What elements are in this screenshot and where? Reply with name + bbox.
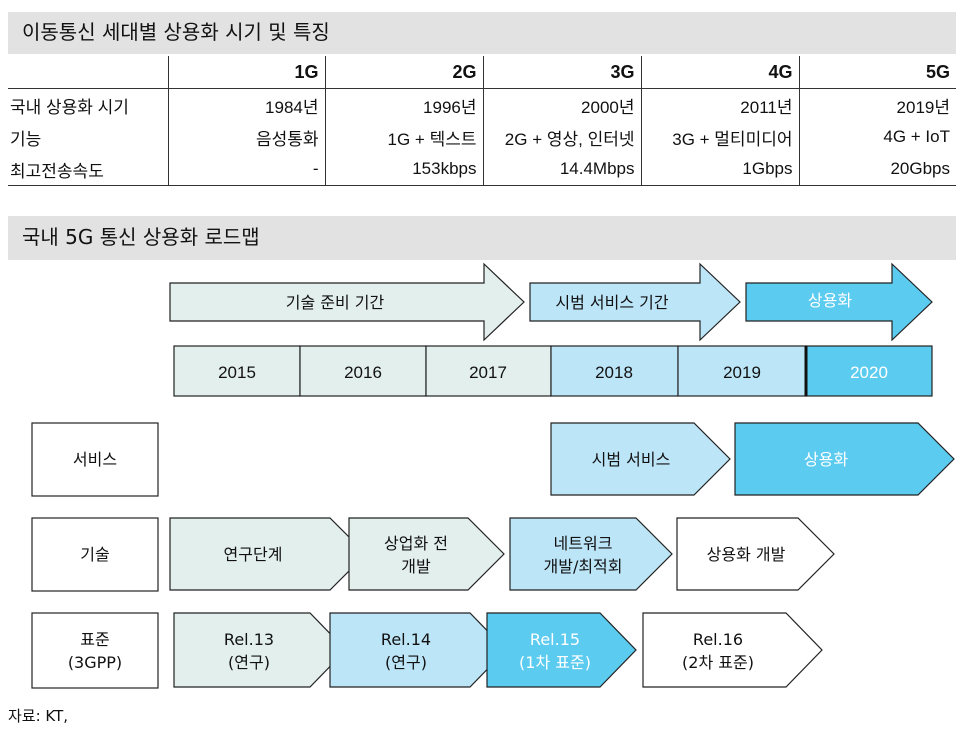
table-cell: 2000년 (482, 88, 641, 121)
year-cell-2018 (550, 345, 679, 397)
standard-label-rel14-sub: (연구) (385, 653, 427, 672)
table-cell: 3G + 멀티미디어 (640, 121, 799, 153)
standard-label-rel13-sub: (연구) (228, 653, 270, 672)
service-arrow-commercial (734, 422, 955, 496)
standard-arrow-rel13 (173, 612, 347, 688)
section-header-generations: 이동통신 세대별 상용화 시기 및 특징 (8, 12, 956, 54)
year-label: 2017 (469, 363, 507, 382)
table-cell: 1984년 (167, 88, 325, 121)
phase-label-commercial: 상용화 (808, 291, 852, 310)
standard-label-rel16-sub: (2차 표준) (682, 653, 754, 672)
year-label: 2020 (850, 363, 888, 382)
phase-label-preparation: 기술 준비 기간 (286, 293, 385, 312)
tech-label-network-2: 개발/최적회 (544, 557, 623, 576)
standard-label-rel14: Rel.14 (381, 630, 431, 649)
tech-arrow-precommercial (348, 517, 505, 591)
phase-arrow-trial (529, 262, 741, 342)
generation-table: 1G 2G 3G 4G 5G 국내 상용화 시기 1984년 1996년 200… (8, 56, 956, 186)
row-label: 국내 상용화 시기 (10, 97, 129, 117)
standard-label-rel16: Rel.16 (693, 630, 743, 649)
column-header-5g: 5G (798, 56, 956, 89)
category-label-standard-sub: (3GPP) (68, 653, 122, 672)
year-cell-2017 (425, 345, 552, 397)
year-cell-2019 (677, 345, 807, 397)
category-label-standard: 표준 (80, 630, 109, 649)
year-cell-2020 (805, 345, 933, 397)
service-arrow-trial (550, 422, 731, 496)
section-header-roadmap: 국내 5G 통신 상용화 로드맵 (8, 216, 956, 260)
phase-arrow-preparation (169, 262, 525, 342)
column-header-2g: 2G (324, 56, 483, 89)
standard-arrow-rel15 (486, 612, 637, 688)
category-box-service (31, 422, 159, 497)
category-label-service: 서비스 (73, 450, 117, 469)
standard-arrow-rel14 (329, 612, 507, 688)
table-corner-cell (8, 56, 168, 89)
table-cell: 20Gbps (798, 153, 956, 186)
category-box-standard (31, 612, 159, 689)
category-label-tech: 기술 (80, 545, 109, 564)
service-label-trial: 시범 서비스 (592, 450, 671, 469)
year-label: 2019 (723, 363, 761, 382)
table-cell: 음성통화 (167, 121, 325, 153)
tech-arrow-network (509, 517, 673, 591)
table-cell: 2019년 (798, 88, 956, 121)
year-label: 2018 (595, 363, 633, 382)
phase-arrow-commercial (745, 262, 933, 342)
row-label: 최고전송속도 (8, 153, 168, 186)
tech-label-precommercial: 상업화 전 (384, 534, 448, 553)
table-cell: 2G + 영상, 인터넷 (482, 121, 641, 153)
column-header-3g: 3G (482, 56, 641, 89)
source-note: 자료: KT, (8, 707, 69, 725)
standard-arrow-rel16 (642, 612, 823, 688)
phase-label-trial: 시범 서비스 기간 (555, 293, 668, 312)
table-cell: 153kbps (324, 153, 483, 186)
table-cell: - (167, 153, 325, 186)
tech-label-precommercial-2: 개발 (401, 557, 431, 576)
tech-label-network: 네트워크 (554, 534, 613, 553)
table-header-row: 1G 2G 3G 4G 5G (8, 56, 956, 89)
table-cell: 4G + IoT (798, 121, 956, 153)
tech-label-commercial-dev: 상용화 개발 (707, 545, 786, 564)
category-box-tech (31, 517, 159, 592)
table-cell: 1Gbps (640, 153, 799, 186)
table-cell: 1G + 텍스트 (324, 121, 483, 153)
table-cell: 1996년 (324, 88, 483, 121)
table-cell: 14.4Mbps (482, 153, 641, 186)
year-label: 2016 (344, 363, 382, 382)
table-row: 기능 음성통화 1G + 텍스트 2G + 영상, 인터넷 3G + 멀티미디어… (8, 121, 956, 153)
standard-label-rel13: Rel.13 (224, 630, 274, 649)
column-header-1g: 1G (167, 56, 325, 89)
year-label: 2015 (218, 363, 256, 382)
row-label: 기능 (10, 129, 42, 149)
table-row: 국내 상용화 시기 1984년 1996년 2000년 2011년 2019년 (8, 88, 956, 121)
tech-arrow-commercial-dev (676, 517, 835, 591)
year-cell-2016 (299, 345, 427, 397)
standard-label-rel15: Rel.15 (530, 630, 580, 649)
standard-label-rel15-sub: (1차 표준) (519, 653, 591, 672)
service-label-commercial: 상용화 (804, 450, 848, 469)
table-cell: 2011년 (640, 88, 799, 121)
column-header-4g: 4G (640, 56, 799, 89)
tech-label-research: 연구단계 (224, 545, 283, 564)
tech-arrow-research (169, 517, 367, 591)
table-row: 최고전송속도 - 153kbps 14.4Mbps 1Gbps 20Gbps (8, 153, 956, 186)
year-cell-2015 (173, 345, 301, 397)
